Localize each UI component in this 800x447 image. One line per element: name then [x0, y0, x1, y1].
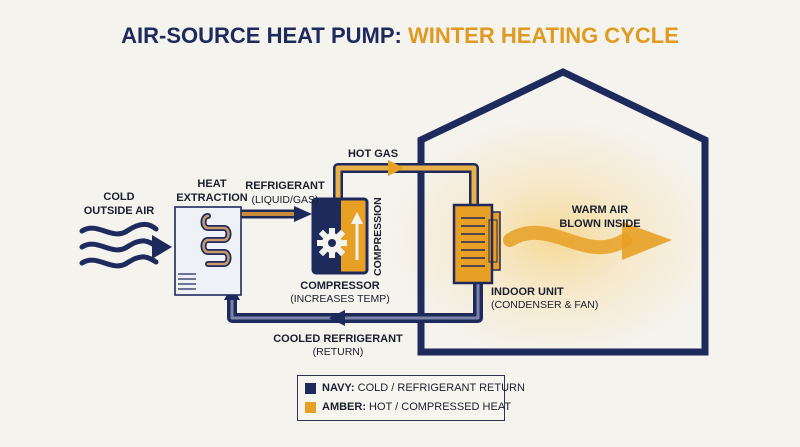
warm-air-arrow-icon — [503, 222, 672, 260]
refrigerant-label-1: REFRIGERANT — [245, 180, 325, 192]
cold-air-wave-icon — [79, 221, 172, 269]
legend-row-navy: NAVY: COLD / REFRIGERANT RETURN — [305, 382, 525, 394]
indoor-unit-label-2: (CONDENSER & FAN) — [491, 299, 598, 311]
cooled-refrigerant-label-2: (RETURN) — [313, 346, 364, 358]
hot-gas-arrow — [388, 160, 404, 176]
legend: NAVY: COLD / REFRIGERANT RETURN AMBER: H… — [297, 375, 525, 421]
cold-air-label-1: COLD — [103, 191, 134, 203]
indoor-unit-label-1: INDOOR UNIT — [491, 286, 564, 298]
title-part-1: AIR-SOURCE HEAT PUMP: — [121, 23, 408, 48]
return-arrow — [329, 310, 345, 326]
hot-gas-pipe — [333, 163, 479, 205]
legend-amber-desc: HOT / COMPRESSED HEAT — [366, 401, 512, 413]
legend-row-amber: AMBER: HOT / COMPRESSED HEAT — [305, 401, 511, 413]
refrigerant-label-2: (LIQUID/GAS) — [251, 194, 318, 206]
navy-swatch — [305, 382, 316, 394]
legend-navy-text: NAVY: COLD / REFRIGERANT RETURN — [322, 382, 525, 394]
compressor-label-2: (INCREASES TEMP) — [290, 293, 390, 305]
evaporator-coil-icon — [200, 213, 232, 267]
compressor — [311, 197, 369, 275]
indoor-unit — [452, 203, 501, 285]
amber-swatch — [305, 401, 316, 413]
title-part-2: WINTER HEATING CYCLE — [408, 23, 679, 48]
fan-icon — [488, 219, 498, 263]
compression-arrow-icon — [351, 212, 363, 260]
gear-icon — [317, 228, 347, 258]
warm-air-label-2: BLOWN INSIDE — [559, 218, 640, 230]
cooled-refrigerant-label-1: COOLED REFRIGERANT — [273, 333, 403, 345]
cold-air-label-2: OUTSIDE AIR — [84, 205, 155, 217]
warm-air-label-1: WARM AIR — [572, 204, 628, 216]
page-title: AIR-SOURCE HEAT PUMP: WINTER HEATING CYC… — [121, 23, 679, 48]
legend-amber-text: AMBER: HOT / COMPRESSED HEAT — [322, 401, 511, 413]
hot-gas-label: HOT GAS — [348, 148, 398, 160]
legend-navy-key: NAVY: — [322, 382, 355, 394]
legend-navy-desc: COLD / REFRIGERANT RETURN — [354, 382, 525, 394]
refrigerant-pipe — [240, 206, 312, 222]
compression-label: COMPRESSION — [372, 197, 384, 276]
house-outline-icon — [417, 68, 709, 356]
compressor-label-1: COMPRESSOR — [300, 280, 380, 292]
legend-amber-key: AMBER: — [322, 401, 366, 413]
heat-extraction-label-2: EXTRACTION — [176, 192, 248, 204]
return-pipe — [227, 282, 483, 323]
heat-extraction-label-1: HEAT — [197, 178, 226, 190]
